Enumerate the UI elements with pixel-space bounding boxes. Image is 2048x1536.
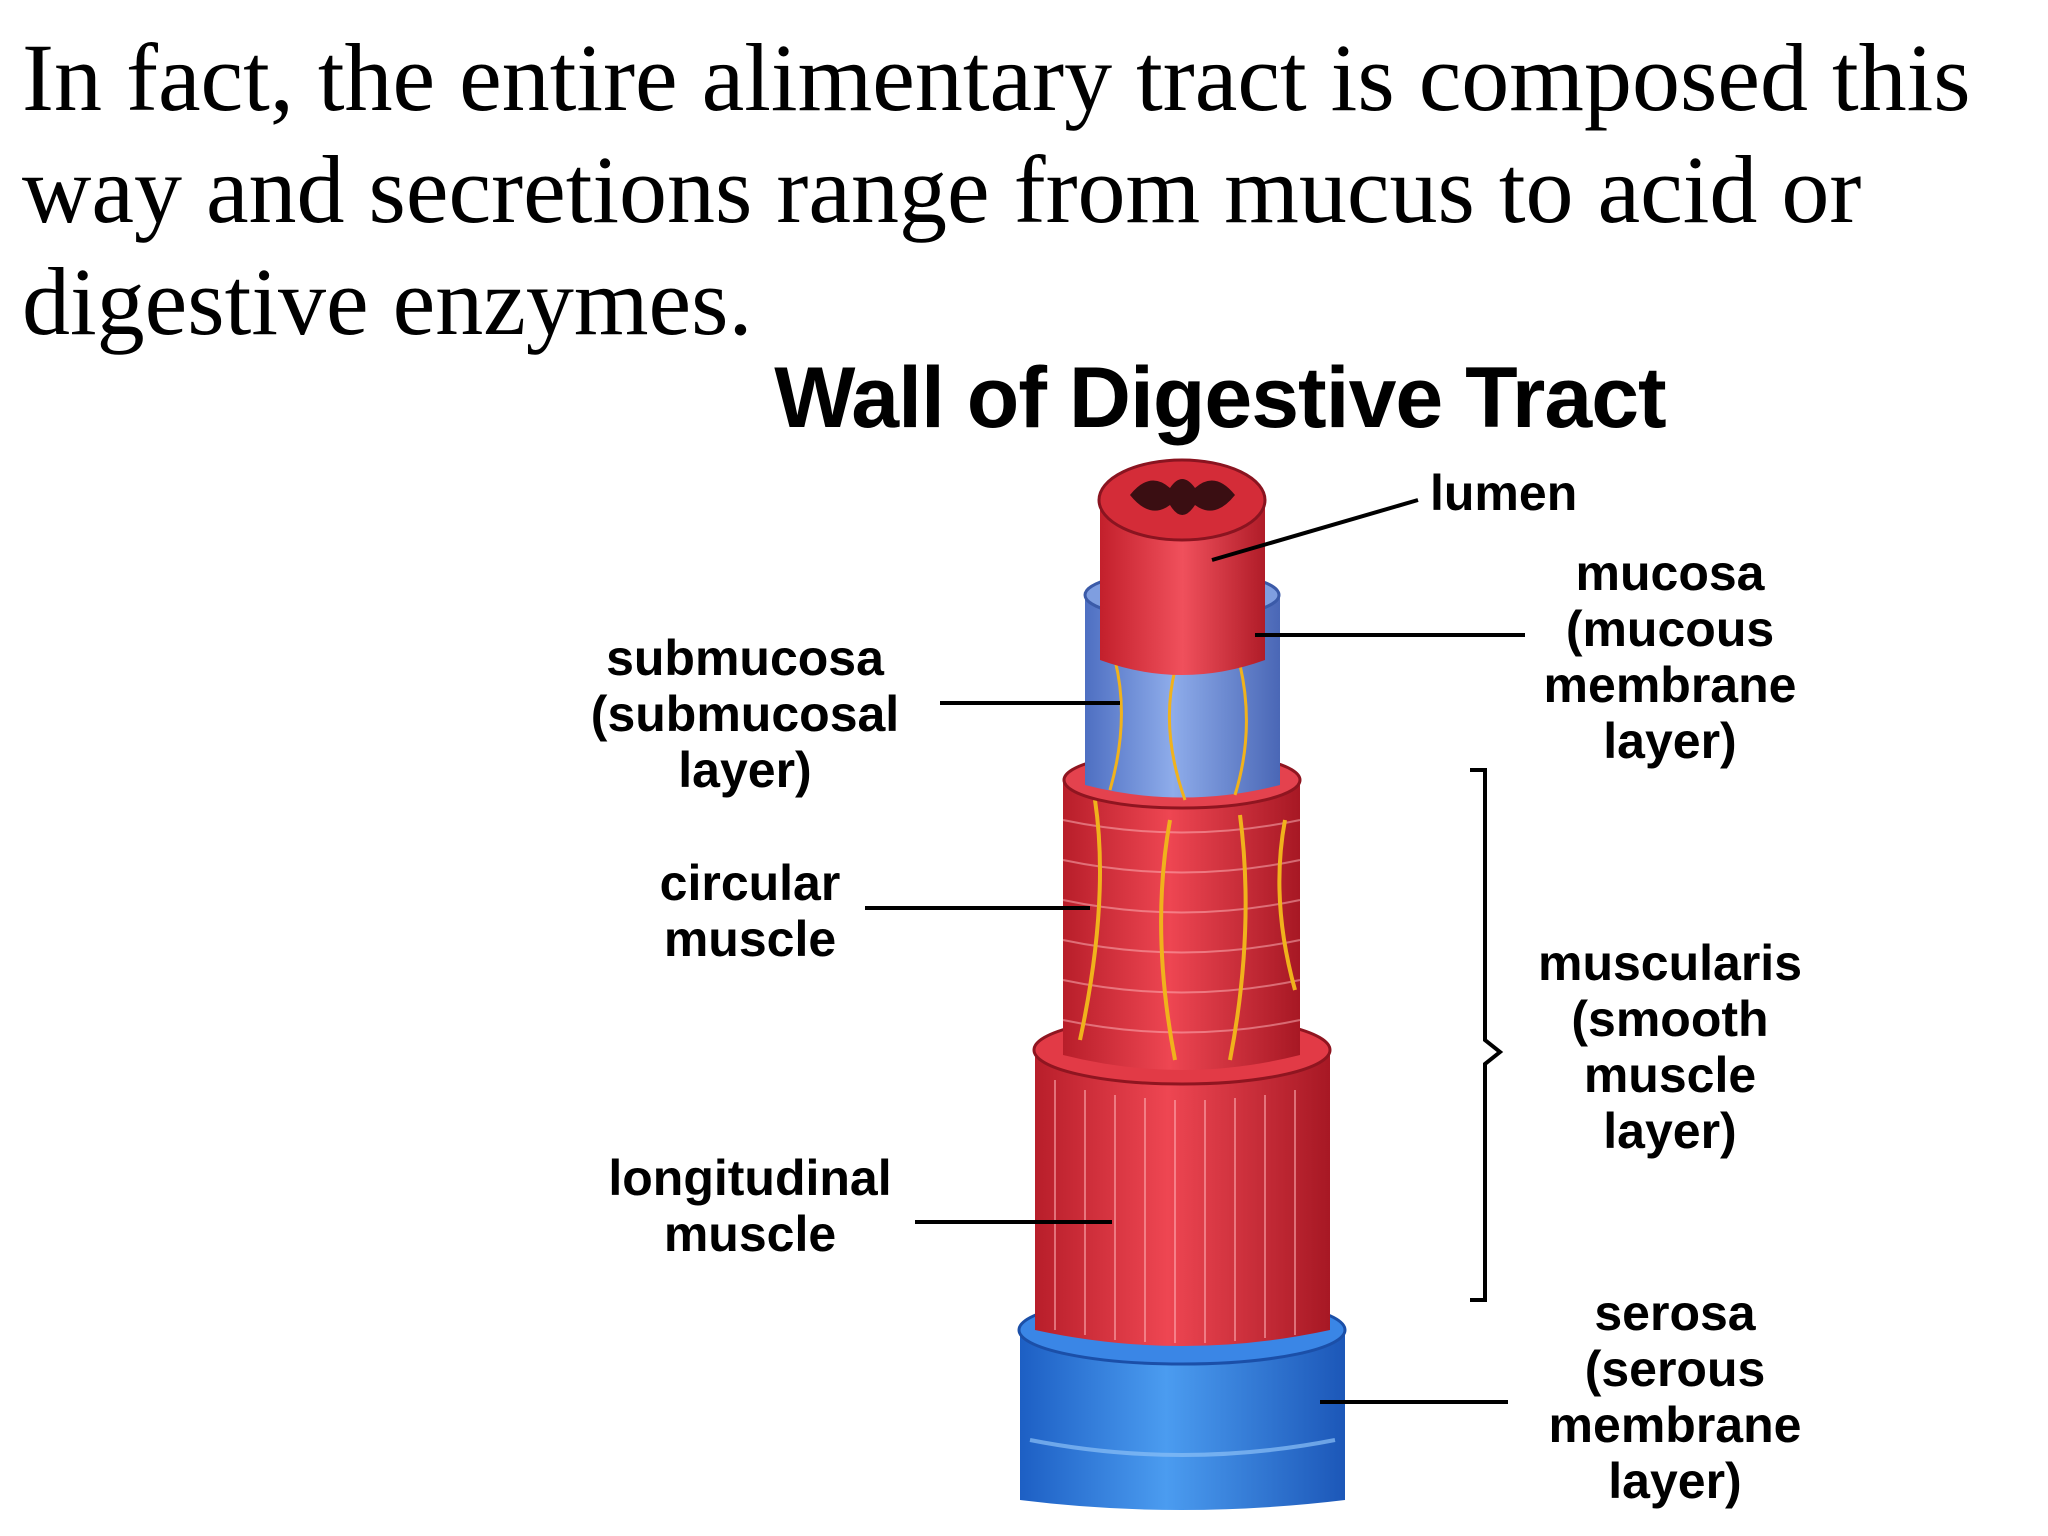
label-mucosa: mucosa (mucous membrane layer) (1543, 545, 1797, 769)
leader-lines (865, 498, 1525, 1404)
circular-muscle-layer (1062, 750, 1302, 1070)
figure-title: Wall of Digestive Tract (774, 350, 1666, 446)
label-muscularis: muscularis (smooth muscle layer) (1537, 935, 1802, 1159)
label-lumen: lumen (1430, 465, 1578, 521)
label-serosa: serosa (serous membrane layer) (1548, 1285, 1802, 1509)
lumen-opening (1130, 479, 1235, 515)
mucosa-layer (1097, 458, 1267, 675)
label-longitudinal-muscle: longitudinal muscle (608, 1150, 892, 1262)
label-submucosa: submucosa (submucosal layer) (590, 630, 900, 798)
intro-text: In fact, the entire alimentary tract is … (22, 24, 1971, 355)
label-circular-muscle: circular muscle (659, 855, 841, 967)
